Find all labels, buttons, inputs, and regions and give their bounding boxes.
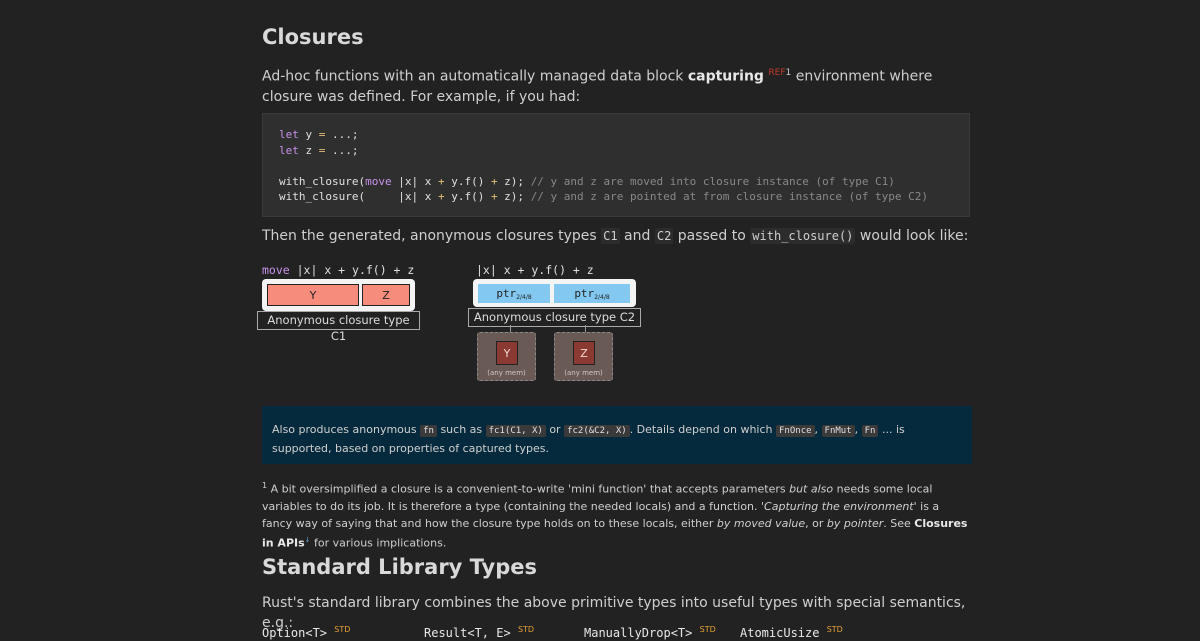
ref-link[interactable]: REF xyxy=(768,68,786,78)
std-type-atomicusize[interactable]: AtomicUsize STD xyxy=(740,625,843,640)
closure-c1-label: Anonymous closure type C1 xyxy=(257,311,420,343)
closures-in-apis-link[interactable]: Closures in APIs xyxy=(262,516,968,550)
code-line xyxy=(279,158,953,174)
std-type-result[interactable]: Result<T, E> STD xyxy=(424,625,535,640)
code-line: let y = ...; xyxy=(279,128,359,141)
mem-z: Z (any mem) xyxy=(554,332,613,381)
code-line: with_closure(move |x| x + y.f() + z); //… xyxy=(279,174,895,188)
captured-y-cell: Y xyxy=(267,284,359,306)
closure-c2-code: |x| x + y.f() + z xyxy=(476,263,594,277)
std-type-option[interactable]: Option<T> STD xyxy=(262,625,351,640)
closure-c2-label: Anonymous closure type C2 xyxy=(468,308,641,327)
std-type-manuallydrop[interactable]: ManuallyDrop<T> STD xyxy=(584,625,716,640)
code-line: with_closure( |x| x + y.f() + z); // y a… xyxy=(279,190,929,203)
closures-then-text: Then the generated, anonymous closures t… xyxy=(262,228,969,244)
mem-z-caption: (any mem) xyxy=(564,369,603,377)
code-block: let y = ...; let z = ...; with_closure(m… xyxy=(262,113,970,217)
captured-z-cell: Z xyxy=(362,284,410,306)
footnote: 1 A bit oversimplified a closure is a co… xyxy=(262,481,968,550)
footnote-link[interactable]: 1 xyxy=(785,68,792,78)
code-line: let z = ...; xyxy=(279,143,359,157)
mem-y-value: Y xyxy=(496,341,518,365)
capturing-term: capturing xyxy=(687,68,764,85)
closure-c1-code: move |x| x + y.f() + z xyxy=(262,263,415,277)
pointer-line xyxy=(585,325,586,333)
link-arrow-icon[interactable]: ↓ xyxy=(304,535,311,544)
pointer-line xyxy=(510,325,511,333)
mem-y: Y (any mem) xyxy=(477,332,536,381)
mem-z-value: Z xyxy=(573,341,595,365)
std-intro: Rust's standard library combines the abo… xyxy=(262,595,966,631)
closure-c1-box: Y Z xyxy=(262,279,415,311)
mem-y-caption: (any mem) xyxy=(487,369,526,377)
closures-intro: Ad-hoc functions with an automatically m… xyxy=(262,68,933,105)
std-heading: Standard Library Types xyxy=(262,555,537,579)
closures-heading: Closures xyxy=(262,25,364,49)
info-note: Also produces anonymous fn such as fc1(C… xyxy=(262,406,972,464)
